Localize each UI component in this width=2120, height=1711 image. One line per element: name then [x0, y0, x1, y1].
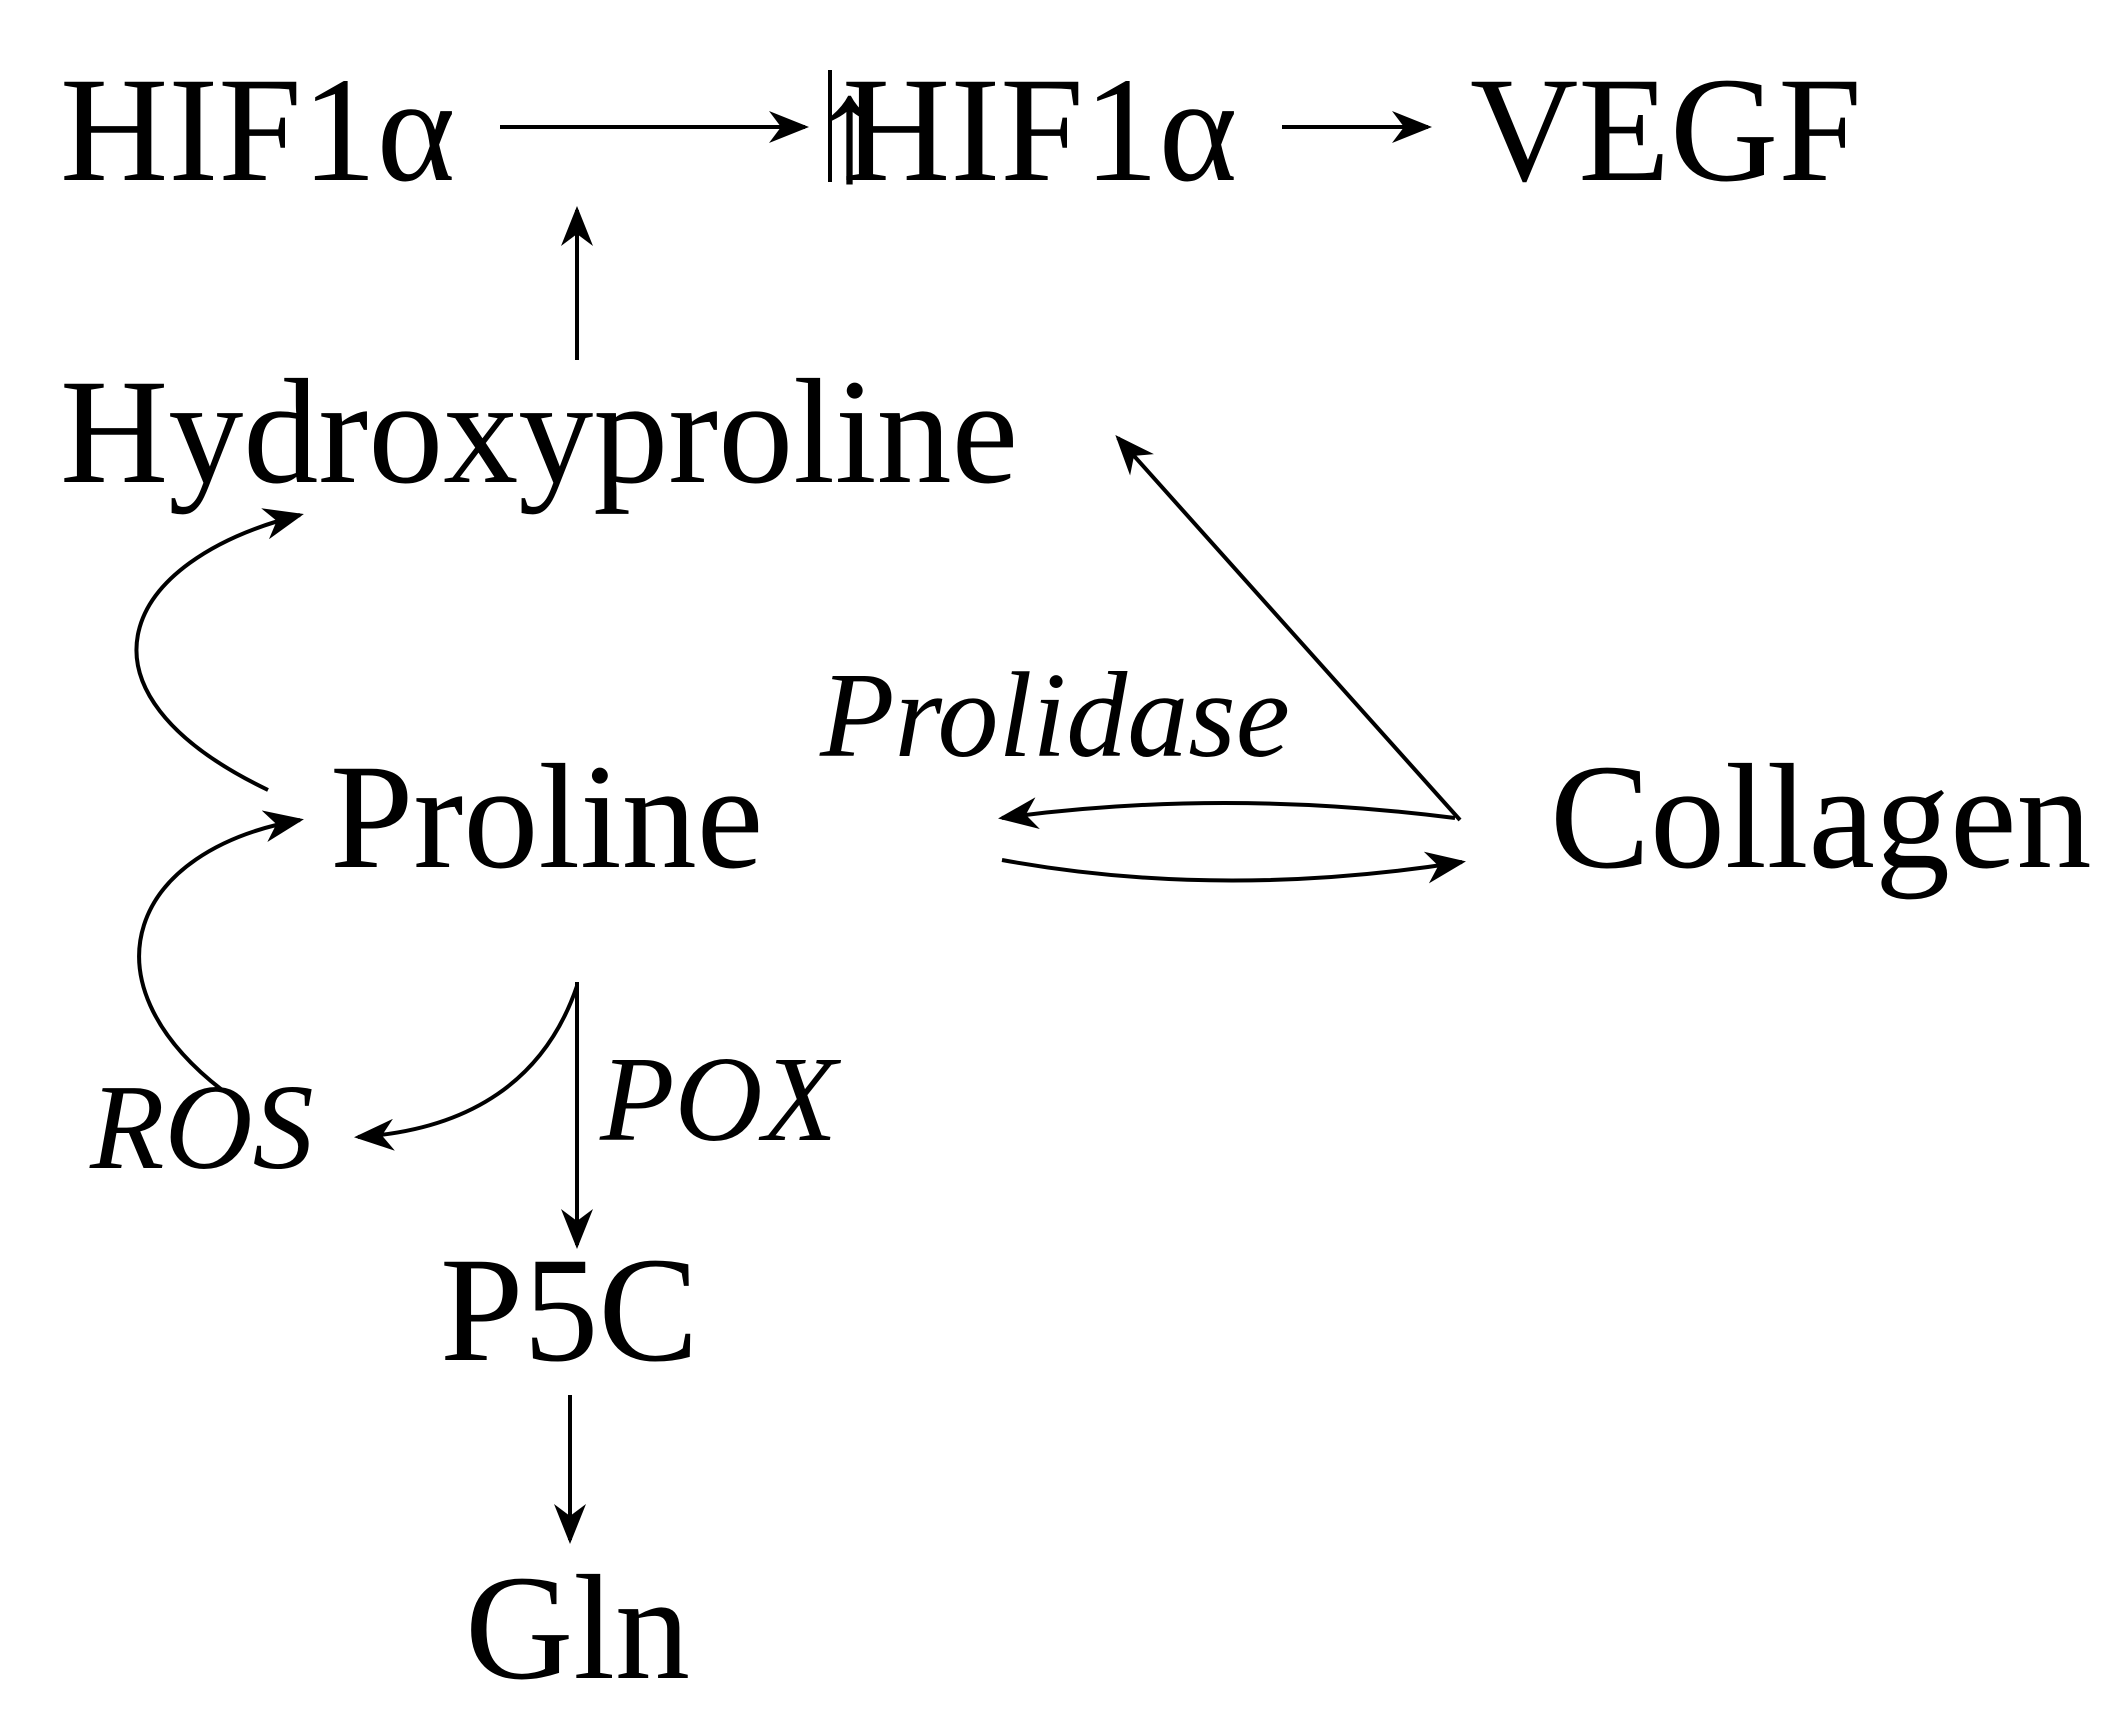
edge-label-ros: ROS [89, 1060, 314, 1195]
arrow-collagen-to-hydroxyproline [1115, 435, 1462, 822]
edge-label-prolidase: Prolidase [819, 648, 1290, 783]
node-hydroxyproline: Hydroxyproline [60, 349, 1018, 515]
node-vegf: VEGF [1470, 47, 1862, 213]
arrow-proline-to-collagen [1001, 851, 1466, 884]
node-collagen: Collagen [1550, 734, 2092, 900]
node-p5c: P5C [440, 1227, 698, 1393]
arrow-proline-to-hydroxyproline [134, 508, 304, 792]
node-gln: Gln [465, 1545, 690, 1711]
arrow-proline-to-ros [354, 985, 579, 1151]
edge-label-pox: POX [599, 1032, 842, 1167]
up-arrow-mark: ↑ [812, 47, 887, 213]
arrow-ros-to-proline [137, 810, 304, 1092]
node-hif1a-up: HIF1α [842, 47, 1237, 213]
arrow-collagen-to-proline [998, 797, 1456, 829]
node-hif1a-left: HIF1α [60, 47, 455, 213]
node-proline: Proline [330, 734, 763, 900]
